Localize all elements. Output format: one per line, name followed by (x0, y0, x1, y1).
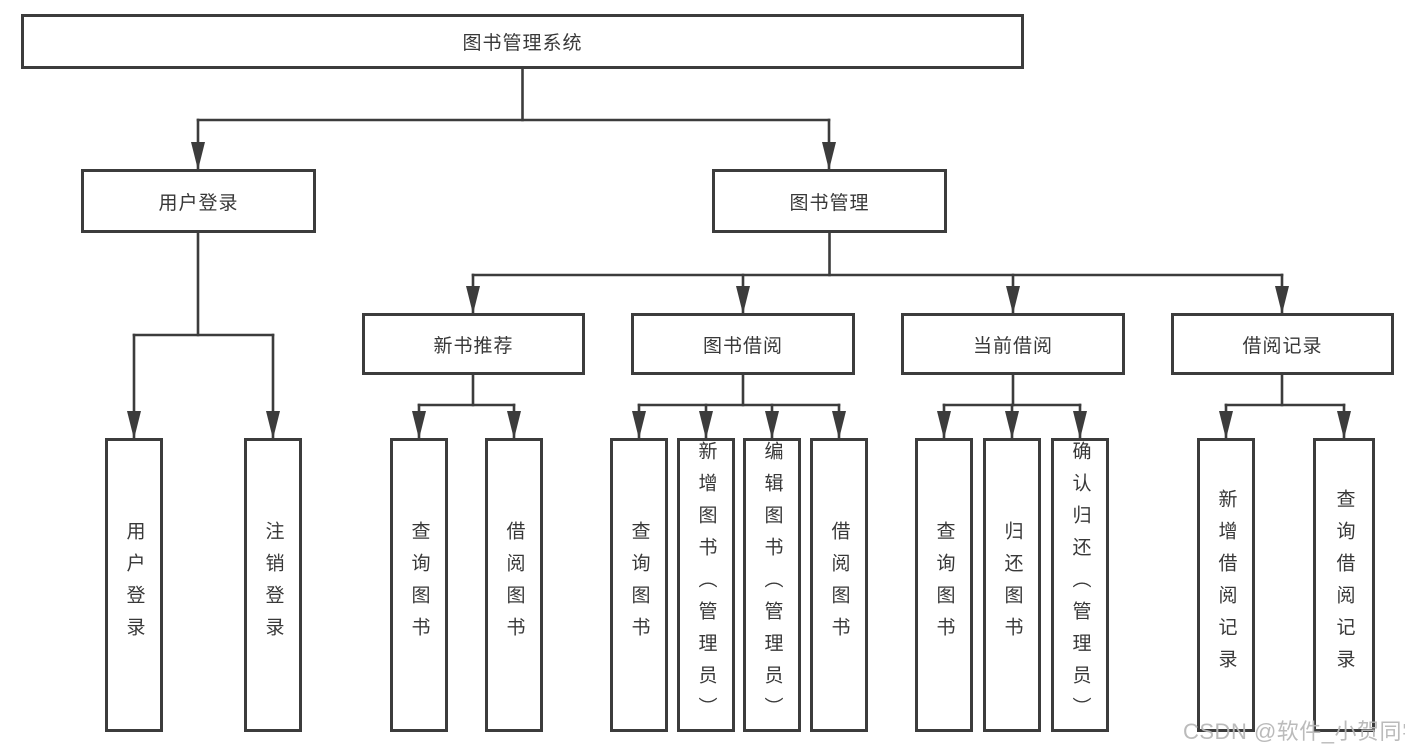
connector-userlogin-to-leaves (127, 231, 280, 440)
leaf-edit-books-admin-label: 编辑图书（管理员） (761, 441, 783, 729)
leaf-user-login: 用户登录 (105, 438, 163, 732)
leaf-edit-books-admin: 编辑图书（管理员） (743, 438, 801, 732)
leaf-query-borrow-record-label: 查询借阅记录 (1333, 489, 1355, 681)
leaf-logout: 注销登录 (244, 438, 302, 732)
connector-root-to-level2 (191, 67, 836, 171)
leaf-return-books-label: 归还图书 (1001, 521, 1023, 649)
leaf-query-books-current: 查询图书 (915, 438, 973, 732)
node-book-borrowing-label: 图书借阅 (702, 335, 783, 357)
connector-bookborrow-to-leaves (632, 373, 846, 440)
connector-borrowrecords-to-leaves (1219, 373, 1351, 440)
leaf-query-books-borrowing: 查询图书 (610, 438, 668, 732)
node-library-management-system: 图书管理系统 (21, 14, 1024, 69)
leaf-add-borrow-record: 新增借阅记录 (1197, 438, 1255, 732)
node-book-management-label: 图书管理 (789, 192, 870, 214)
node-new-book-recommendation-label: 新书推荐 (433, 335, 514, 357)
node-borrowing-records-label: 借阅记录 (1242, 335, 1323, 357)
leaf-confirm-return-admin-label: 确认归还（管理员） (1069, 441, 1091, 729)
node-borrowing-records: 借阅记录 (1171, 313, 1394, 375)
leaf-user-login-label: 用户登录 (123, 521, 145, 649)
leaf-add-borrow-record-label: 新增借阅记录 (1215, 489, 1237, 681)
node-user-login-label: 用户登录 (158, 192, 239, 214)
leaf-add-books-admin-label: 新增图书（管理员） (695, 441, 717, 729)
leaf-query-borrow-record: 查询借阅记录 (1313, 438, 1375, 732)
leaf-query-books-recommend-label: 查询图书 (408, 521, 430, 649)
leaf-borrow-books-borrowing-label: 借阅图书 (828, 521, 850, 649)
node-current-borrowing: 当前借阅 (901, 313, 1125, 375)
connector-currentborrow-to-leaves (937, 373, 1087, 440)
leaf-logout-label: 注销登录 (262, 521, 284, 649)
connector-bookmgmt-to-level3 (466, 231, 1289, 315)
leaf-query-books-current-label: 查询图书 (933, 521, 955, 649)
node-book-borrowing: 图书借阅 (631, 313, 855, 375)
node-book-management: 图书管理 (712, 169, 947, 233)
leaf-query-books-recommend: 查询图书 (390, 438, 448, 732)
csdn-watermark: CSDN @软件_小贺同学 (1183, 719, 1405, 744)
node-current-borrowing-label: 当前借阅 (972, 335, 1053, 357)
leaf-return-books: 归还图书 (983, 438, 1041, 732)
leaf-add-books-admin: 新增图书（管理员） (677, 438, 735, 732)
leaf-borrow-books-recommend-label: 借阅图书 (503, 521, 525, 649)
connector-newbook-to-leaves (412, 373, 521, 440)
node-new-book-recommendation: 新书推荐 (362, 313, 585, 375)
node-user-login: 用户登录 (81, 169, 316, 233)
leaf-confirm-return-admin: 确认归还（管理员） (1051, 438, 1109, 732)
leaf-query-books-borrowing-label: 查询图书 (628, 521, 650, 649)
leaf-borrow-books-borrowing: 借阅图书 (810, 438, 868, 732)
leaf-borrow-books-recommend: 借阅图书 (485, 438, 543, 732)
node-library-management-system-label: 图书管理系统 (462, 33, 583, 54)
